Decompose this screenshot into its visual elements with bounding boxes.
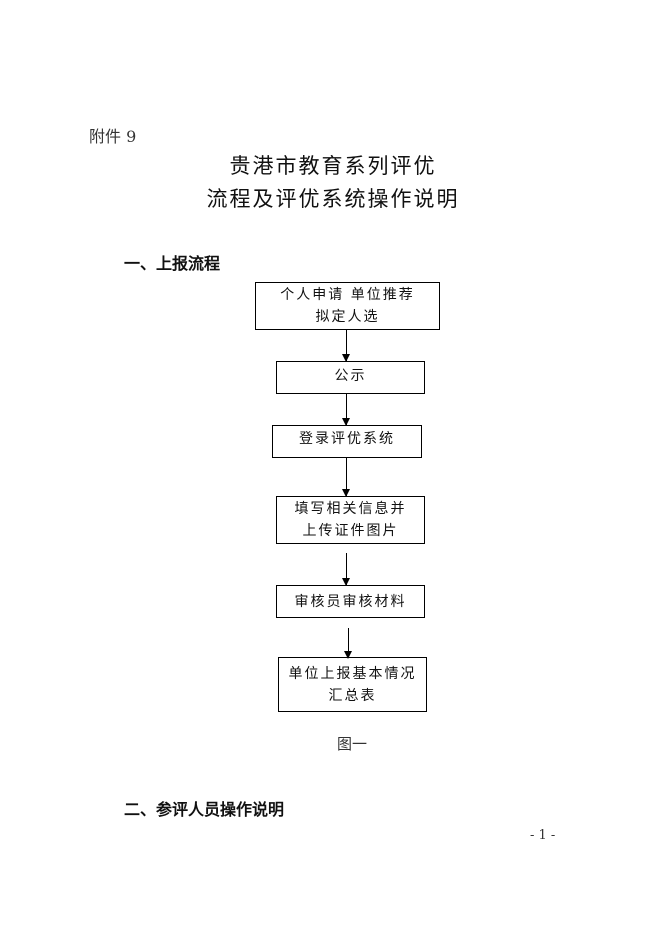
flow-step-publicize: 公示 [276, 361, 425, 394]
figure-caption: 图一 [336, 735, 367, 753]
title-line-2: 流程及评优系统操作说明 [206, 187, 460, 211]
arrow-down [342, 330, 350, 362]
arrow-down [342, 553, 350, 586]
flow-step-text: 登录评优系统 [299, 431, 395, 447]
flow-step-summary: 单位上报基本情况 汇总表 [278, 657, 427, 712]
flow-step-text: 审核员审核材料 [294, 593, 407, 610]
page-number: - 1 - [530, 828, 556, 843]
flow-step-text: 单位上报基本情况 [288, 665, 417, 682]
attachment-label: 附件 9 [89, 127, 137, 146]
flow-step-text: 拟定人选 [315, 309, 380, 325]
flow-step-text: 公示 [334, 368, 367, 384]
flow-step-fill-info: 填写相关信息并 上传证件图片 [276, 496, 425, 544]
flow-step-text: 个人申请 单位推荐 [280, 287, 415, 303]
section-heading-2: 二、参评人员操作说明 [124, 800, 285, 819]
flow-step-text: 上传证件图片 [302, 523, 399, 539]
flow-step-login: 登录评优系统 [272, 425, 422, 458]
section-heading-1: 一、上报流程 [124, 254, 221, 273]
flow-step-review: 审核员审核材料 [276, 585, 425, 618]
arrow-down [342, 458, 350, 497]
flow-step-text: 汇总表 [328, 687, 377, 704]
title-line-1: 贵港市教育系列评优 [229, 154, 437, 178]
flow-step-text: 填写相关信息并 [294, 501, 407, 517]
arrow-down [344, 628, 352, 659]
arrow-down [342, 394, 350, 426]
flow-step-apply: 个人申请 单位推荐 拟定人选 [255, 282, 440, 330]
